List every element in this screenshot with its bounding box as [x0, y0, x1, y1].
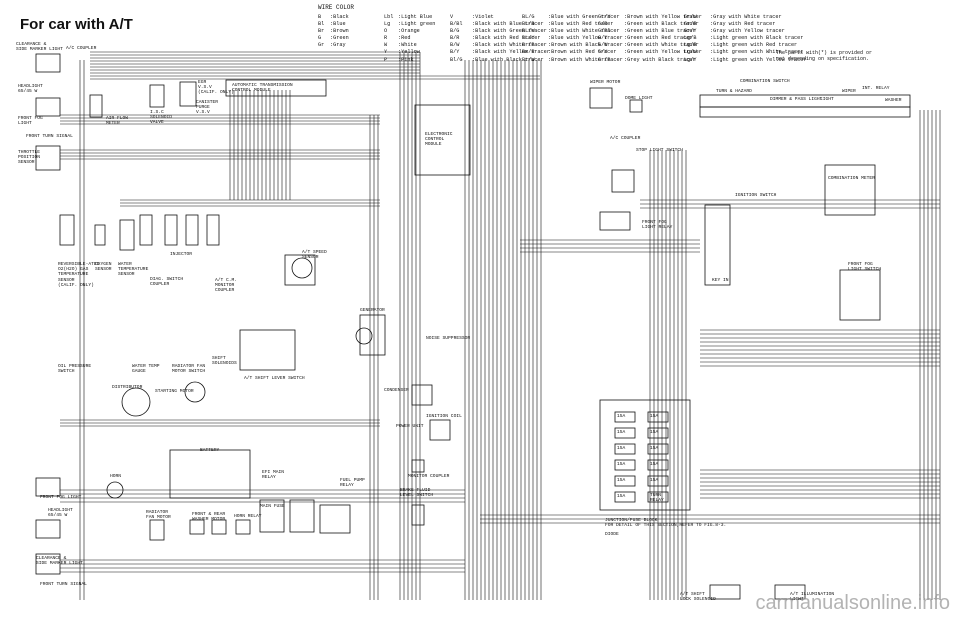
- legend-desc-col-4: :Blue with Green tracer :Blue with Red t…: [548, 14, 623, 63]
- label-noise-suppressor: NOISE SUPPRESSOR: [426, 336, 471, 341]
- label-air-flow-meter: AIR FLOW METER: [106, 116, 129, 127]
- label-wiper-motor: WIPER MOTOR: [590, 80, 621, 85]
- fuse-label: 15A: [617, 446, 626, 451]
- fuse-label: 15A: [650, 414, 659, 419]
- label-at-illumination-light: A/T ILLUMINATION LIGHT: [790, 592, 835, 603]
- page-title: For car with A/T: [20, 16, 133, 33]
- label-isc-solenoid-valve: I.S.C SOLENOID VALVE: [150, 110, 173, 126]
- label-water-temp-gauge: WATER TEMP GAUGE: [132, 364, 160, 375]
- label-front-rear-washer-motor: FRONT & REAR WASHER MOTOR: [192, 512, 226, 523]
- label-brake-fluid-level-switch: BRAKE FLUID LEVEL SWITCH: [400, 488, 434, 499]
- label-headlight-bottom: HEADLIGHT 65/45 W: [48, 508, 73, 519]
- label-front-turn-signal-top: FRONT TURN SIGNAL: [26, 134, 73, 139]
- wire-color-heading: WIRE COLOR: [318, 4, 355, 11]
- label-shift-solenoids: SHIFT SOLENOIDS: [212, 356, 237, 367]
- legend-codes-col-1: B Bl Br G Gr: [318, 14, 325, 49]
- legend-desc-col-5: :Brown with Yellow tracer :Green with Bl…: [624, 14, 702, 63]
- label-at-cm-monitor-coupler: A/T C.M. MONITOR COUPLER: [215, 278, 238, 294]
- label-throttle-position-sensor: THROTTLE POSITION SENSOR: [18, 150, 41, 166]
- legend-desc-col-6: :Gray with White tracer :Gray with Red t…: [710, 14, 807, 63]
- label-battery: BATTERY: [200, 448, 220, 453]
- label-front-fog-light-relay: FRONT FOG LIGHT RELAY: [642, 220, 673, 231]
- label-ignition-coil: IGNITION COIL: [426, 414, 462, 419]
- label-at-speed-sensor: A/T SPEED SENSOR: [302, 250, 327, 261]
- label-front-fog-light-bottom: FRONT FOG LIGHT: [40, 495, 82, 500]
- label-clearance-side-marker-light: CLEARANCE & SIDE MARKER LIGHT: [16, 42, 63, 53]
- label-dimmer-pass-light: DIMMER & PASS LIGHT: [770, 97, 823, 102]
- legend-codes-col-2: Lbl Lg O R W Y P: [384, 14, 394, 63]
- legend-codes-col-5: Gr/Y G/B G/Bl G/Y G/W G/Y Gr/B: [598, 14, 611, 63]
- label-combination-meter: COMBINATION METER: [828, 176, 875, 181]
- label-junction-fuse-block: JUNCTION/FUSE BLOCK FOR DETAIL OF THIS S…: [605, 518, 727, 529]
- label-dome-light: DOME LIGHT: [625, 96, 653, 101]
- legend-desc-col-2: :Light Blue :Light green :Orange :Red :W…: [398, 14, 436, 63]
- harness-vertical: [79, 52, 941, 600]
- fuse-label: 15A: [617, 494, 626, 499]
- fuse-label: 15A: [650, 430, 659, 435]
- label-egr-vsv: EGR V.S.V (CALIF. ONLY): [198, 80, 234, 96]
- label-key-in: KEY IN: [712, 278, 729, 283]
- label-reversible-heated-oxygen-sensor: REVERSIBLE-ATED O2(H2O) GAS TEMPERATURE …: [58, 262, 100, 288]
- label-light: LIGHT: [820, 97, 834, 102]
- label-oil-pressure-switch: OIL PRESSURE SWITCH: [58, 364, 92, 375]
- label-fuel-pump-relay: FUEL PUMP RELAY: [340, 478, 365, 489]
- label-radiator-fan-motor: RADIATOR FAN MOTOR: [146, 510, 171, 521]
- label-turn-relay: TURN RELAY: [650, 493, 664, 504]
- label-clearance-side-marker-bottom: CLEARANCE & SIDE MARKER LIGHT: [36, 556, 83, 567]
- label-ac-coupler-mid: A/C COUPLER: [610, 136, 641, 141]
- label-generator: GENERATOR: [360, 308, 385, 313]
- label-at-shift-lock-solenoid: A/T SHIFT LOCK SOLENOID: [680, 592, 716, 603]
- label-radiator-fan-motor-switch: RADIATOR FAN MOTOR SWITCH: [172, 364, 206, 375]
- label-headlight-top: HEADLIGHT 65/45 W: [18, 84, 43, 95]
- label-at-shift-lever-switch: A/T SHIFT LEVER SWITCH: [244, 376, 305, 381]
- label-injector: INJECTOR: [170, 252, 193, 257]
- fuse-label: 15A: [617, 414, 626, 419]
- label-stop-light-switch: STOP LIGHT SWITCH: [636, 148, 683, 153]
- label-electronic-control-module: ELECTRONIC CONTROL MODULE: [425, 132, 453, 148]
- label-int-relay: INT. RELAY: [862, 86, 890, 91]
- label-front-turn-signal-bottom: FRONT TURN SIGNAL: [40, 582, 87, 587]
- label-washer: WASHER: [885, 98, 902, 103]
- legend-desc-col-1: :Black :Blue :Brown :Green :Gray: [330, 14, 349, 49]
- label-ac-coupler-top: A/C COUPLER: [66, 46, 97, 51]
- fuse-label: 15A: [650, 462, 659, 467]
- label-efi-main-relay: EFI MAIN RELAY: [262, 470, 285, 481]
- fuse-label: 15A: [617, 462, 626, 467]
- harness-horizontal: [60, 51, 940, 573]
- fuse-label: 15A: [650, 446, 659, 451]
- label-diode: DIODE: [605, 532, 619, 537]
- label-horn-relay: HORN RELAY: [234, 514, 262, 519]
- legend-codes-col-4: BL/G BL/B BL/W BL/Y Br/B Br/R Br/W: [522, 14, 535, 63]
- label-water-temperature-sensor: WATER TEMPERATURE SENSOR: [118, 262, 149, 278]
- fuse-label: 15A: [617, 478, 626, 483]
- label-wiper: WIPER: [842, 89, 856, 94]
- component-shapes: [35, 53, 911, 600]
- label-combination-switch: COMBINATION SWITCH: [740, 79, 790, 84]
- label-front-fog-light-switch: FRONT FOG LIGHT SWITCH: [848, 262, 882, 273]
- label-ignition-switch: IGNITION SWITCH: [735, 193, 777, 198]
- label-at-control-module: AUTOMATIC TRANSMISSION CONTROL MODULE: [232, 83, 293, 94]
- legend-codes-col-6: Gr/W Gr/R Gr/Y Lg/B Lg/R Lg/W Lg/Y: [684, 14, 697, 63]
- spec-note: The parts with(*) is provided or not dep…: [776, 50, 873, 62]
- label-oxygen-sensor: OXYGEN SENSOR: [95, 262, 112, 273]
- label-diag-switch-coupler: DIAG. SWITCH COUPLER: [150, 277, 184, 288]
- fuse-label: 15A: [617, 430, 626, 435]
- watermark: carmanualsonline.info: [755, 592, 950, 614]
- fuse-label: 15A: [650, 478, 659, 483]
- label-condenser: CONDENSER: [384, 388, 409, 393]
- label-starting-motor: STARTING MOTOR: [155, 389, 194, 394]
- label-power-unit: POWER UNIT: [396, 424, 424, 429]
- legend-codes-col-3: V B/Bl B/G B/R B/W B/Y Bl/G: [450, 14, 463, 63]
- label-main-fuse: MAIN FUSE: [260, 504, 285, 509]
- label-distributor: DISTRIBUTOR: [112, 385, 143, 390]
- label-turn-hazard: TURN & HAZARD: [716, 89, 752, 94]
- label-front-fog-light-top: FRONT FOG LIGHT: [18, 116, 43, 127]
- label-canister-purge-vsv: CANISTER PURGE V.S.V: [196, 100, 219, 116]
- label-horn: HORN: [110, 474, 122, 479]
- label-monitor-coupler: MONITOR COUPLER: [408, 474, 450, 479]
- legend-desc-col-3: :Violet :Black with Blue tracer :Black w…: [472, 14, 550, 63]
